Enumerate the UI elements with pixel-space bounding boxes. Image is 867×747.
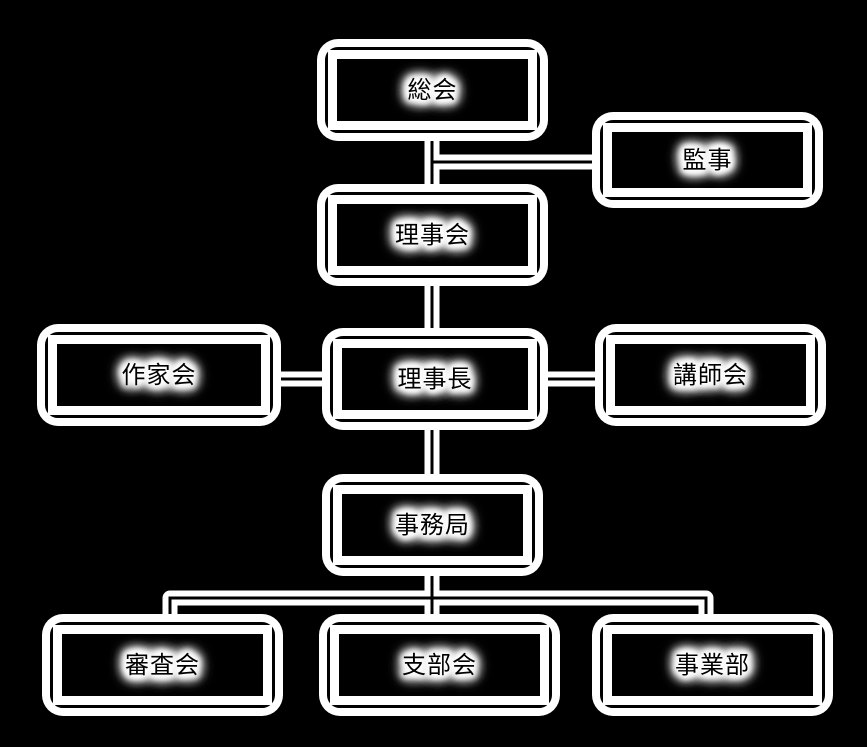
node-shibukai-frame: 支部会 — [330, 625, 549, 705]
node-shinsakai[interactable]: 審査会 — [50, 622, 275, 708]
node-rijikai[interactable]: 理事会 — [325, 192, 540, 278]
node-rijichou[interactable]: 理事長 — [330, 336, 540, 422]
node-sakkakai[interactable]: 作家会 — [45, 332, 273, 418]
edge-bus-shinsakai-halo — [162, 590, 440, 630]
edge-bus-jigyoubu-halo — [424, 590, 714, 630]
node-shinsakai-frame: 審査会 — [53, 625, 272, 705]
node-shibukai[interactable]: 支部会 — [327, 622, 552, 708]
node-jimukyoku-frame: 事務局 — [333, 485, 532, 565]
node-rijikai-frame: 理事会 — [328, 195, 537, 275]
node-jimukyoku-label: 事務局 — [395, 511, 470, 539]
edge-bus-shinsakai — [168, 596, 432, 622]
node-shibukai-label: 支部会 — [402, 651, 477, 679]
node-rijichou-label: 理事長 — [397, 365, 473, 393]
node-kanji[interactable]: 監事 — [600, 120, 815, 200]
node-jigyoubu-frame: 事業部 — [603, 625, 822, 705]
node-shinsakai-label: 審査会 — [125, 651, 200, 679]
node-koushikai-frame: 講師会 — [606, 335, 815, 415]
node-koushikai-label: 講師会 — [673, 361, 748, 389]
node-rijikai-label: 理事会 — [395, 221, 470, 249]
node-soukai[interactable]: 総会 — [325, 47, 540, 133]
node-jimukyoku[interactable]: 事務局 — [330, 482, 535, 568]
node-sakkakai-label: 作家会 — [121, 361, 197, 389]
node-kanji-label: 監事 — [682, 146, 733, 174]
node-soukai-frame: 総会 — [328, 50, 537, 130]
edge-bus-jigyoubu — [432, 596, 708, 622]
node-jigyoubu-label: 事業部 — [675, 651, 750, 679]
node-sakkakai-frame: 作家会 — [48, 335, 270, 415]
node-jigyoubu[interactable]: 事業部 — [600, 622, 825, 708]
node-kanji-frame: 監事 — [603, 123, 812, 197]
node-soukai-label: 総会 — [407, 76, 458, 104]
edge-core-group — [168, 133, 708, 622]
node-rijichou-frame: 理事長 — [333, 339, 537, 419]
node-koushikai[interactable]: 講師会 — [603, 332, 818, 418]
